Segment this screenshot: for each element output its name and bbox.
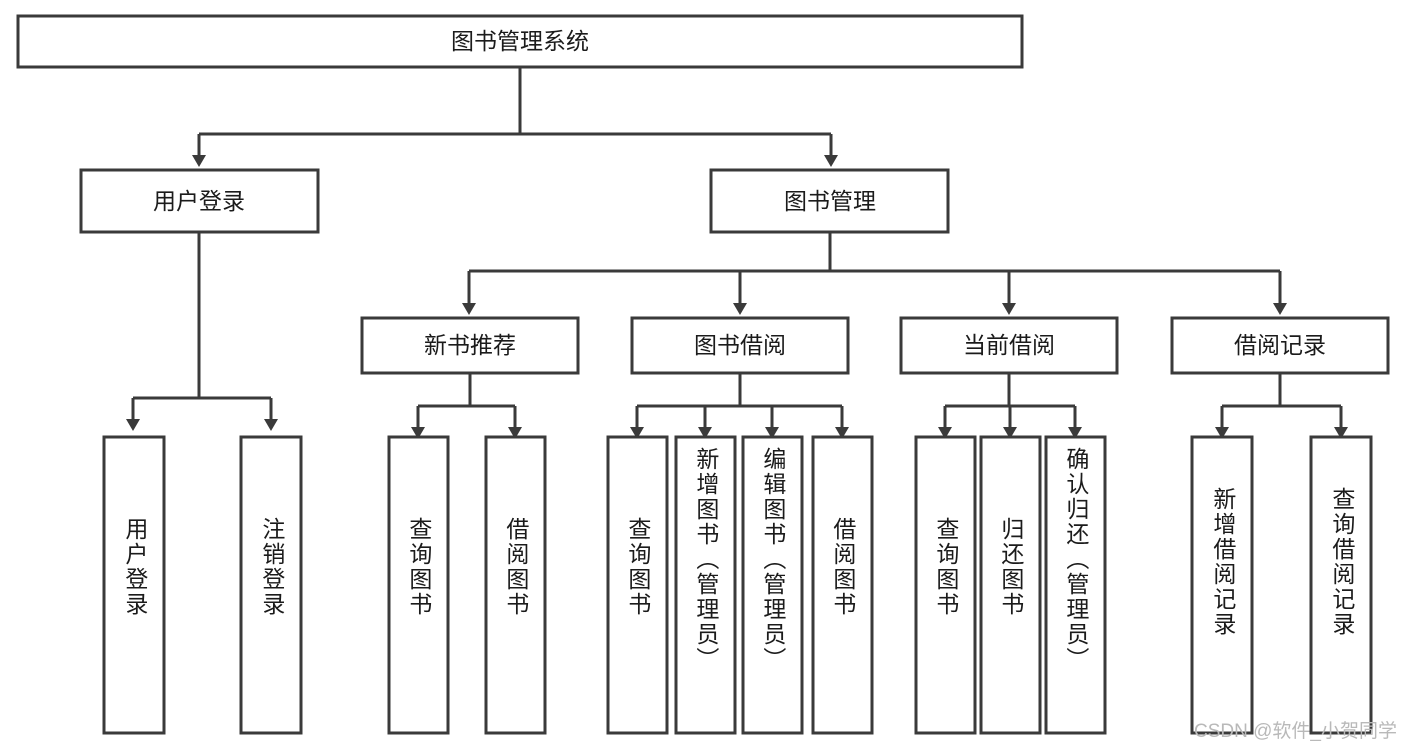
- node-leaf-borrow-record-0-box[interactable]: [1190, 435, 1254, 735]
- node-new-book-recommend-box[interactable]: [360, 316, 580, 375]
- node-root-label: 图书管理系统: [451, 28, 589, 54]
- node-current-borrow-label: 当前借阅: [963, 332, 1055, 358]
- node-leaf-new-book-0-box[interactable]: [387, 435, 450, 735]
- node-leaf-new-book-1-box[interactable]: [484, 435, 547, 735]
- node-borrow-record-box[interactable]: [1170, 316, 1390, 375]
- node-book-borrow-label: 图书借阅: [694, 332, 786, 358]
- node-leaf-book-borrow-0-box[interactable]: [606, 435, 669, 735]
- node-leaf-borrow-record-1-box[interactable]: [1309, 435, 1373, 735]
- node-book-mgmt-label: 图书管理: [784, 188, 876, 214]
- node-new-book-recommend-label: 新书推荐: [424, 332, 516, 358]
- node-root-box[interactable]: [16, 14, 1024, 69]
- node-borrow-record-label: 借阅记录: [1234, 332, 1326, 358]
- node-leaf-current-borrow-1-box[interactable]: [979, 435, 1042, 735]
- node-current-borrow-box[interactable]: [899, 316, 1119, 375]
- node-user-login-label: 用户登录: [153, 188, 245, 214]
- node-book-borrow-box[interactable]: [630, 316, 850, 375]
- node-leaf-book-borrow-3-box[interactable]: [811, 435, 874, 735]
- node-leaf-current-borrow-0-box[interactable]: [914, 435, 977, 735]
- node-leaf-book-borrow-1-box[interactable]: [674, 435, 737, 735]
- node-book-mgmt-box[interactable]: [709, 168, 950, 234]
- node-leaf-book-borrow-2-box[interactable]: [741, 435, 804, 735]
- node-leaf-user-login-1-box[interactable]: [239, 435, 303, 735]
- node-leaf-current-borrow-2-box[interactable]: [1044, 435, 1107, 735]
- node-leaf-user-login-0-box[interactable]: [102, 435, 166, 735]
